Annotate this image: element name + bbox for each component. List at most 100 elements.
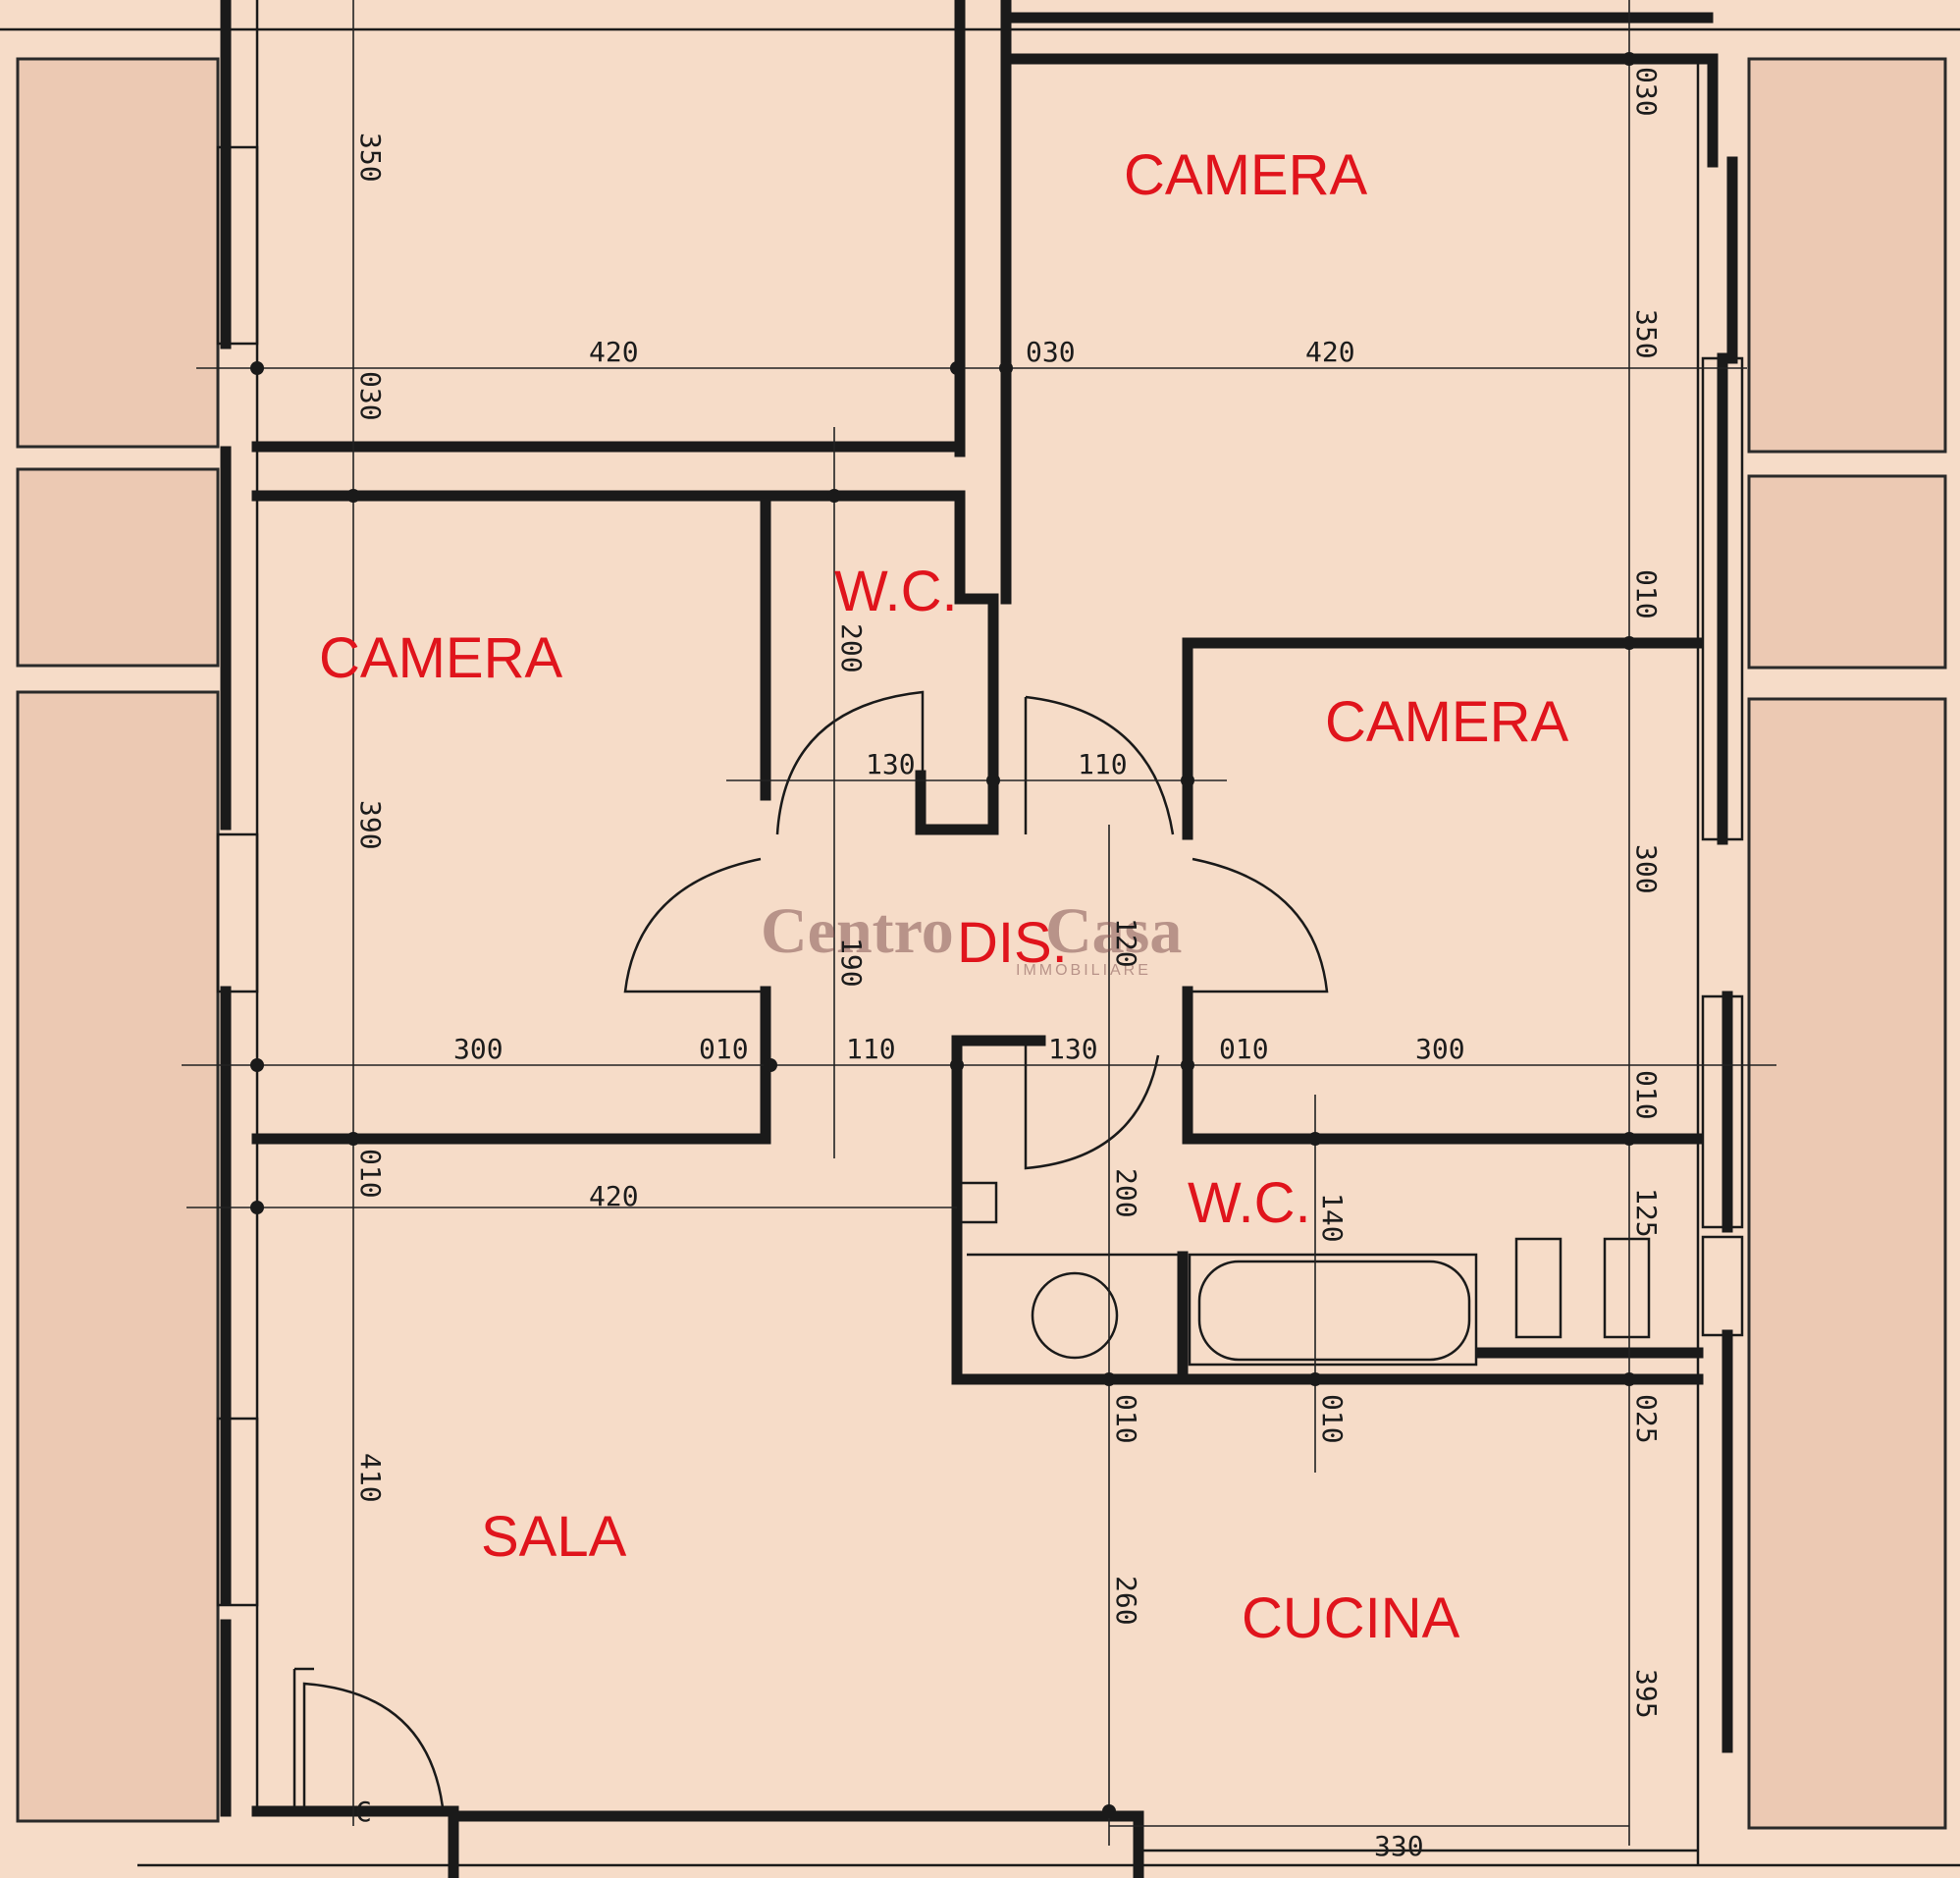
wall-camera-left-right <box>251 490 771 1145</box>
outer-wall-right <box>1707 53 1738 1753</box>
door-entrance <box>302 1682 446 1817</box>
room-label-dis: DIS. <box>957 911 1068 975</box>
dim-dot <box>346 489 360 503</box>
watermark: Centro Casa IMMOBILIARE <box>761 895 1182 979</box>
dim-label: 125 <box>1630 1188 1663 1238</box>
wall-camera-right <box>1182 637 1704 840</box>
bathtub <box>1197 1260 1471 1362</box>
dim-label: 190 <box>835 938 868 988</box>
room-label-wc-bottom: W.C. <box>1188 1171 1311 1235</box>
room-label-sala: SALA <box>481 1505 627 1569</box>
sink <box>1514 1237 1563 1339</box>
room-labels: CAMERA CAMERA CAMERA W.C. W.C. DIS. SALA… <box>319 143 1568 1650</box>
dim-label: 200 <box>1110 1168 1142 1218</box>
dim-label: 110 <box>846 1033 896 1065</box>
terrace-right-bottom <box>1747 697 1947 1830</box>
wall-camera-right-bottom <box>1182 986 1704 1145</box>
dim-label: 010 <box>1316 1394 1349 1444</box>
wall-wc-top <box>760 490 999 835</box>
dim-dot <box>1181 1058 1194 1072</box>
dim-dot <box>1102 1804 1116 1818</box>
dim-label: 330 <box>1374 1830 1424 1862</box>
dim-label: 030 <box>354 371 387 421</box>
dim-dot <box>1181 774 1194 787</box>
bidet <box>1603 1237 1651 1339</box>
window-left-1 <box>216 145 259 346</box>
dim-label: 420 <box>1305 336 1355 368</box>
dim-dot <box>764 1058 777 1072</box>
window-right-1 <box>1701 356 1744 841</box>
dim-dot <box>1622 636 1636 650</box>
dim-label: 010 <box>1630 1070 1663 1120</box>
dim-label: 420 <box>589 1180 639 1212</box>
terrace-left-mid <box>16 467 220 668</box>
room-label-wc-top: W.C. <box>834 560 958 623</box>
terrace-right-mid <box>1747 474 1947 670</box>
dim-label: 350 <box>1630 309 1663 359</box>
dim-label: 260 <box>1110 1576 1142 1626</box>
dim-label: 395 <box>1630 1669 1663 1719</box>
dim-dot <box>1622 1372 1636 1386</box>
wall-bottom-balcony <box>137 1849 1960 1867</box>
terrace-right-top <box>1747 57 1947 454</box>
watermark-sub: IMMOBILIARE <box>1016 962 1151 979</box>
dim-dot <box>1308 1132 1322 1146</box>
dim-label: 420 <box>589 336 639 368</box>
dim-dot <box>827 489 841 503</box>
room-label-camera-right: CAMERA <box>1325 690 1568 754</box>
dim-label: 120 <box>1110 918 1142 968</box>
dim-dot <box>986 774 1000 787</box>
dim-dot <box>250 1058 264 1072</box>
dim-label: 025 <box>1630 1394 1663 1444</box>
door-camera-left <box>623 857 762 993</box>
door-camera-right <box>1024 695 1175 835</box>
dim-label: 010 <box>699 1033 749 1065</box>
small-cabinet <box>955 1181 998 1224</box>
dimension-lines <box>182 0 1776 1846</box>
dim-label: 350 <box>354 133 387 183</box>
wall-bottom <box>251 1805 1144 1878</box>
terrace-left-top <box>16 57 220 449</box>
window-right-3 <box>1701 1235 1744 1337</box>
terrace-left-bottom <box>16 690 220 1823</box>
dim-label: 300 <box>1630 844 1663 894</box>
dim-label: 110 <box>1078 748 1128 780</box>
dim-label: 130 <box>1048 1033 1098 1065</box>
fixtures <box>955 1181 1651 1367</box>
dim-dot <box>950 1058 964 1072</box>
room-label-camera-top: CAMERA <box>1124 143 1367 207</box>
dim-label: 130 <box>866 748 916 780</box>
dim-dot <box>1308 1372 1322 1386</box>
dim-label: 390 <box>354 800 387 850</box>
wall-bottom-inner <box>292 1667 314 1811</box>
window-right-2 <box>1701 994 1744 1229</box>
dim-label: 010 <box>1630 569 1663 619</box>
dim-dot <box>250 361 264 375</box>
door-wc-bottom <box>1024 1041 1160 1170</box>
dim-label: 140 <box>1316 1193 1349 1243</box>
window-left-2 <box>216 832 259 993</box>
dim-label: 030 <box>1026 336 1076 368</box>
dim-dot <box>1622 52 1636 66</box>
dim-dot <box>1102 1372 1116 1386</box>
bathtub-frame <box>1188 1253 1478 1367</box>
room-label-cucina: CUCINA <box>1242 1586 1460 1650</box>
dim-label: 300 <box>453 1033 503 1065</box>
dimension-labels: 350 030 420 030 420 030 350 010 200 130 … <box>354 67 1663 1862</box>
dim-dot <box>250 1201 264 1214</box>
dim-dot <box>999 361 1013 375</box>
door-camera-right-lower <box>1192 857 1329 993</box>
entrance-c-symbol: C <box>355 1796 372 1828</box>
door-wc-top <box>775 690 925 835</box>
doors <box>302 690 1329 1817</box>
dim-label: 300 <box>1415 1033 1465 1065</box>
dim-dot <box>1622 1132 1636 1146</box>
dim-dot <box>346 1132 360 1146</box>
watermark-brand-a: Centro <box>761 895 954 967</box>
window-left-3 <box>216 1417 259 1607</box>
dimension-dots <box>250 52 1636 1818</box>
dim-label: 010 <box>1110 1394 1142 1444</box>
dim-dot <box>950 361 964 375</box>
